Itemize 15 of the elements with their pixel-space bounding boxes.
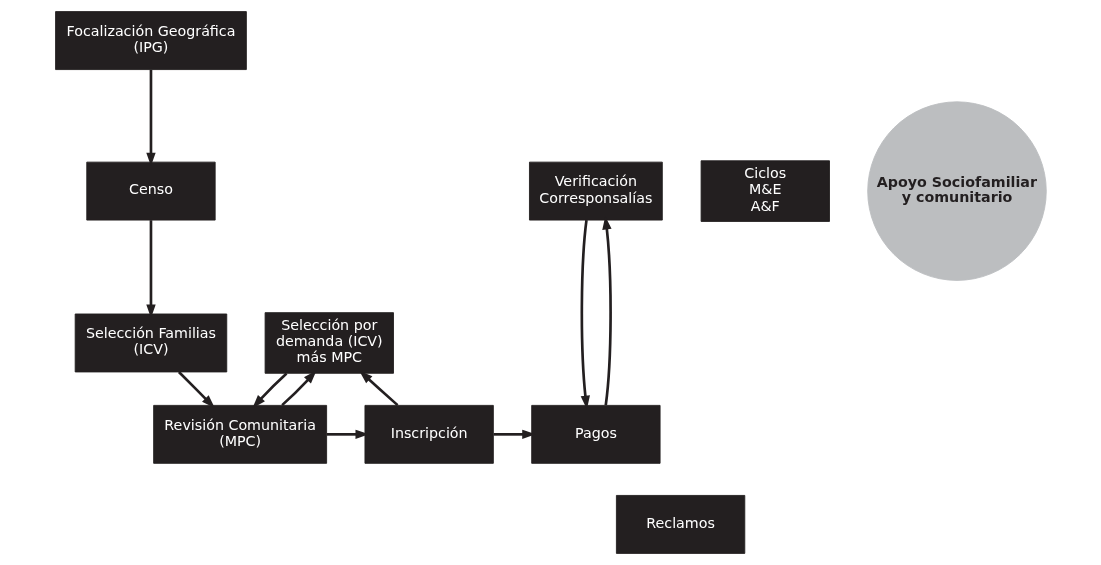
node-box: Focalización Geográfica (IPG) bbox=[54, 11, 247, 70]
arrow bbox=[251, 372, 287, 409]
node-box: Ciclos M&E A&F bbox=[700, 160, 830, 222]
node-box: Selección Familias (ICV) bbox=[74, 313, 227, 373]
arrow bbox=[280, 370, 316, 407]
node-box: Censo bbox=[85, 161, 216, 221]
node-box: Revisión Comunitaria (MPC) bbox=[152, 404, 327, 464]
node-box: Selección por demanda (ICV) más MPC bbox=[264, 312, 394, 374]
arrow bbox=[358, 370, 398, 407]
node-box: Inscripción bbox=[364, 404, 494, 464]
arrow bbox=[177, 371, 215, 408]
node-box: Reclamos bbox=[615, 495, 745, 554]
node-box: Pagos bbox=[530, 404, 661, 464]
node-box: Verificación Corresponsalías bbox=[528, 161, 663, 221]
node-circle: Apoyo Sociofamiliar y comunitario bbox=[866, 101, 1047, 281]
